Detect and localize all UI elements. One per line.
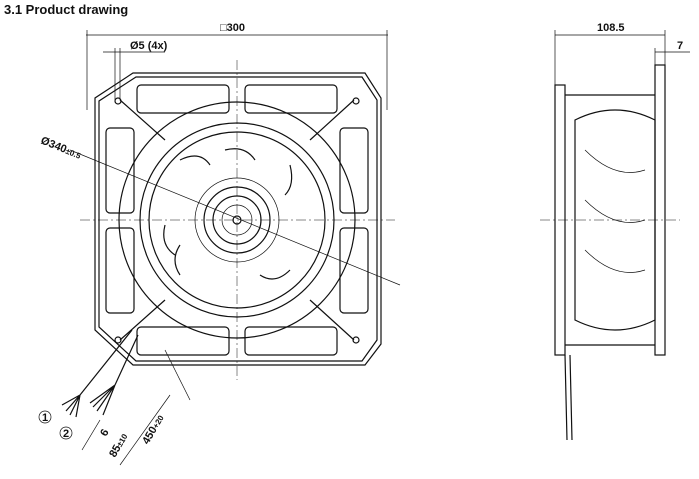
callout-1: 1 xyxy=(42,412,48,424)
square-dimension: □300 xyxy=(220,22,245,34)
depth-dimension: 108.5 xyxy=(597,22,625,34)
side-view xyxy=(540,30,690,441)
section-title: 3.1 Product drawing xyxy=(4,2,129,17)
front-dimensions: □300 Ø5 (4x) Ø340±0.5 xyxy=(39,22,388,162)
front-view xyxy=(69,60,401,380)
diameter-dimension: Ø340±0.5 xyxy=(39,135,83,162)
strip-dimension: 6 xyxy=(98,427,111,438)
hole-dimension: Ø5 (4x) xyxy=(130,40,168,52)
cables xyxy=(38,329,191,466)
callout-2: 2 xyxy=(63,428,69,440)
flange-dimension: 7 xyxy=(677,40,683,52)
